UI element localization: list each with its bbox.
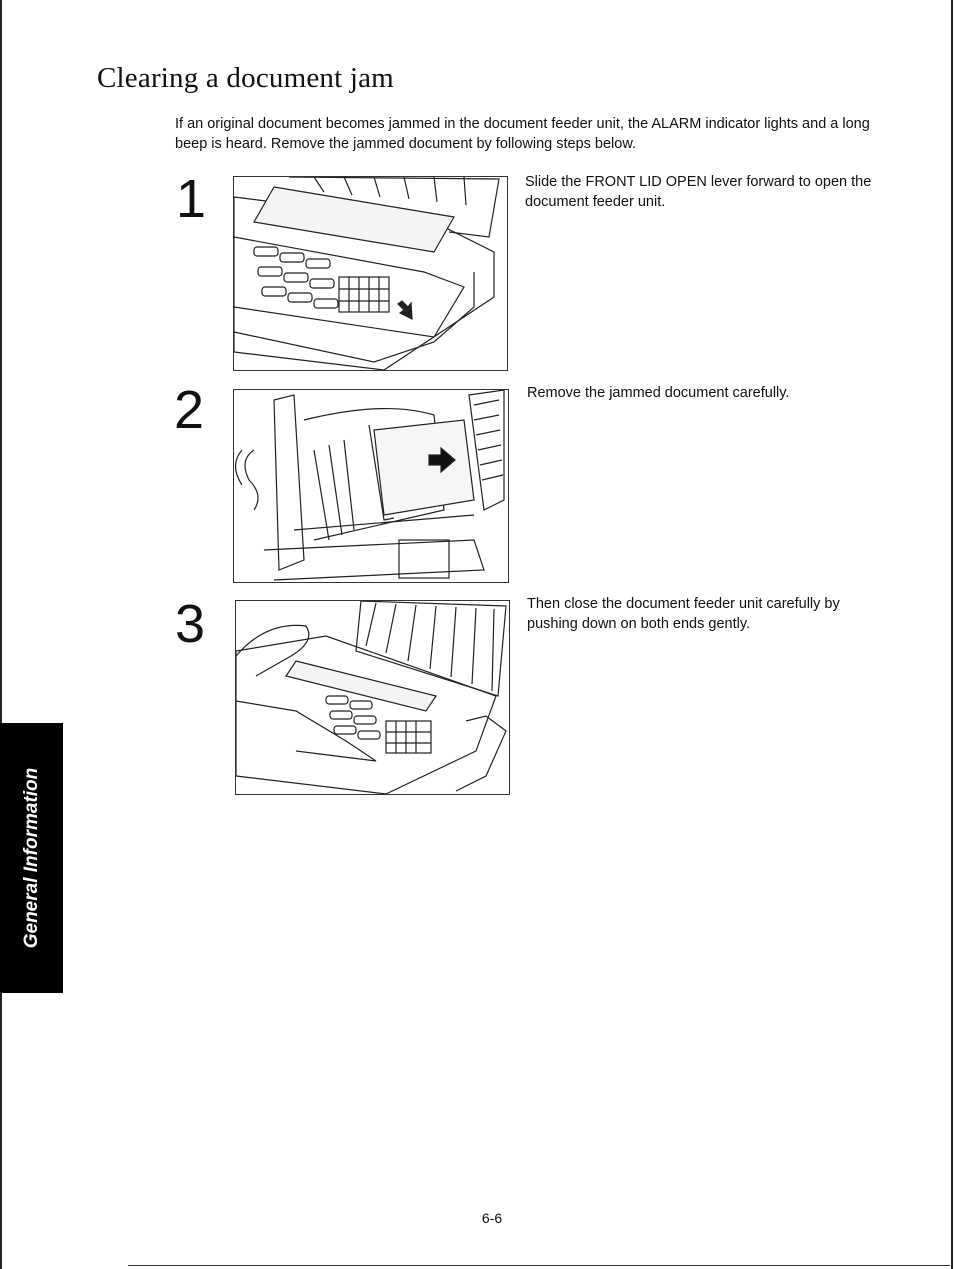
section-side-tab: General Information — [0, 723, 63, 993]
page-number: 6-6 — [481, 1210, 503, 1226]
footer-rule — [128, 1265, 950, 1266]
page-left-edge — [0, 0, 2, 1269]
page-right-edge — [951, 0, 953, 1269]
step-2-number: 2 — [174, 380, 205, 440]
step-3-number: 3 — [175, 594, 206, 654]
fax-lid-open-illustration — [234, 177, 500, 370]
fax-close-feeder-illustration — [236, 601, 507, 794]
page-title: Clearing a document jam — [97, 62, 394, 94]
step-1-number: 1 — [176, 169, 207, 229]
side-tab-label: General Information — [20, 767, 42, 949]
intro-paragraph: If an original document becomes jammed i… — [175, 116, 870, 152]
step-1-text: Slide the FRONT LID OPEN lever forward t… — [525, 174, 872, 210]
fax-remove-document-illustration — [234, 390, 505, 581]
step-3-illustration — [235, 600, 510, 795]
step-1-illustration — [233, 176, 508, 371]
step-3-text: Then close the document feeder unit care… — [527, 596, 840, 632]
step-2-text: Remove the jammed document carefully. — [527, 385, 790, 401]
step-2-illustration — [233, 389, 509, 583]
